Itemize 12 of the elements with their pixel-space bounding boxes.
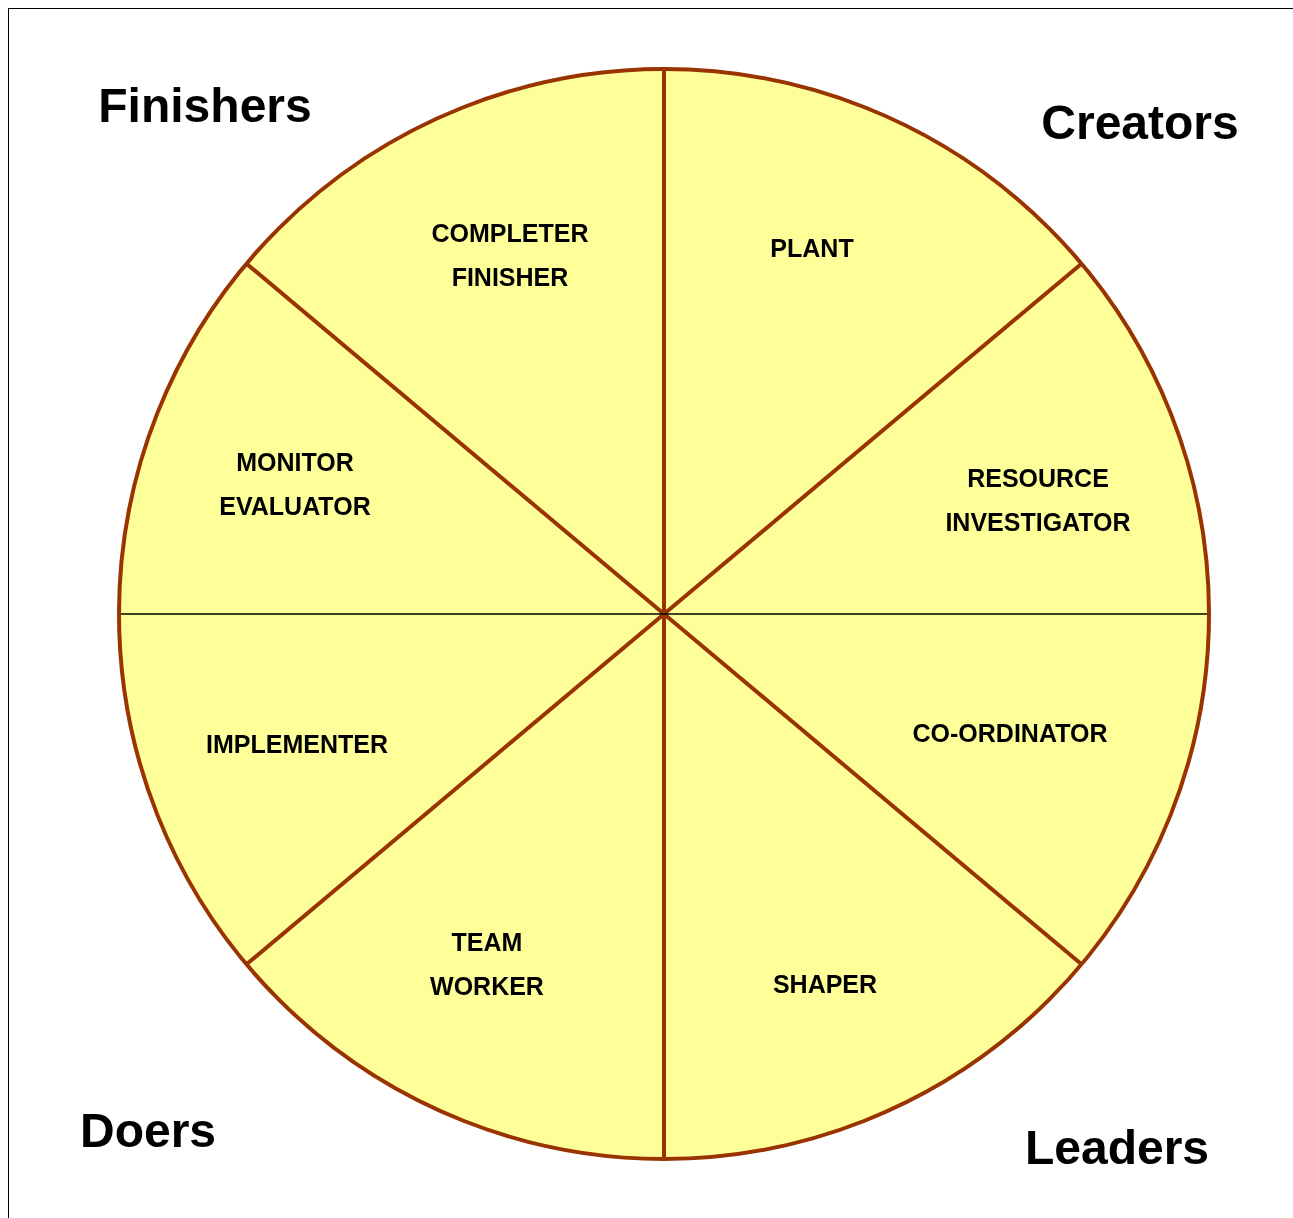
role-label: IMPLEMENTER	[206, 729, 388, 760]
role-label: COMPLETER FINISHER	[430, 218, 590, 293]
group-heading: Finishers	[98, 77, 312, 133]
role-label: MONITOR EVALUATOR	[218, 447, 372, 522]
role-label: CO-ORDINATOR	[912, 718, 1108, 749]
group-heading: Leaders	[1024, 1119, 1210, 1175]
group-heading: Creators	[1041, 94, 1239, 150]
role-label: RESOURCE INVESTIGATOR	[944, 463, 1132, 538]
role-label: SHAPER	[772, 969, 878, 1000]
role-label: PLANT	[770, 233, 854, 264]
group-heading: Doers	[79, 1102, 217, 1158]
role-label: TEAM WORKER	[429, 927, 545, 1002]
